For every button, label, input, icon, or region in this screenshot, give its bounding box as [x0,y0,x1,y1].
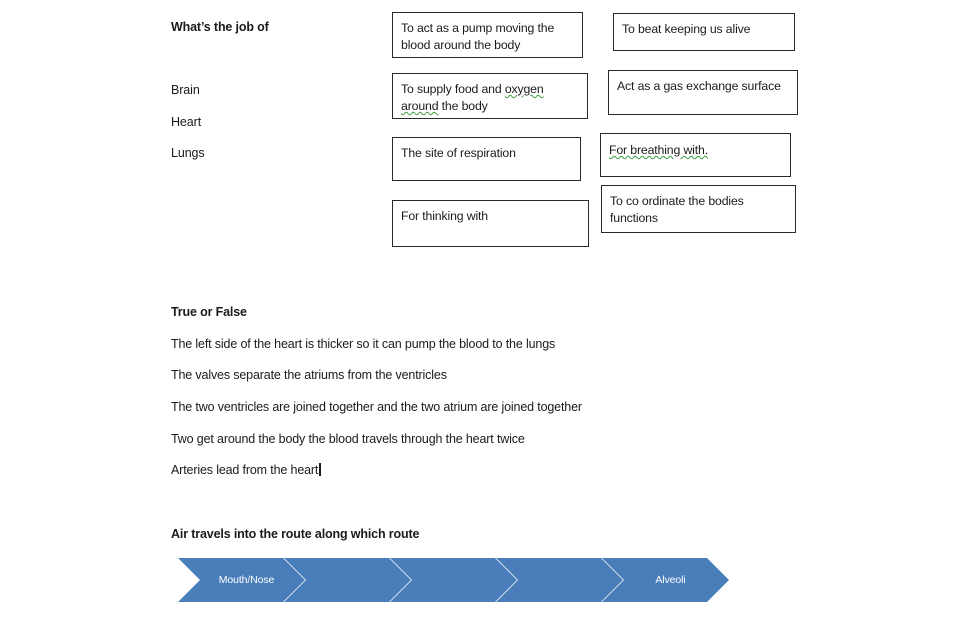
answer-box-supply-food-oxygen-text: To supply food and oxygen around the bod… [401,81,579,115]
answer-box-gas-exchange-surface[interactable]: Act as a gas exchange surface [608,70,798,115]
answer-box-thinking-with-line1: For thinking with [401,209,488,223]
true-false-statement-5-text: Arteries lead from the heart [171,463,319,477]
chevron-step-5-label: Alveoli [655,574,686,586]
organ-label-lungs: Lungs [171,146,205,160]
answer-box-coordinate-line2: functions [610,211,658,225]
answer-text-post: the body [438,99,488,113]
air-route-process-diagram: Mouth/Nose Alveoli [178,558,712,602]
answer-box-pump-line1: To act as a pump moving the [401,21,555,35]
answer-box-breathing-with[interactable]: For breathing with. [600,133,791,177]
answer-box-coordinate-bodies-functions[interactable]: To co ordinate the bodies functions [601,185,796,233]
answer-box-coordinate-line1: To co ordinate the bodies [610,194,744,208]
answer-box-thinking-with[interactable]: For thinking with [392,200,589,247]
answer-box-site-of-respiration[interactable]: The site of respiration [392,137,581,181]
organ-label-brain: Brain [171,83,200,97]
jobs-heading: What’s the job of [171,20,269,34]
true-false-statement-1: The left side of the heart is thicker so… [171,337,556,351]
answer-box-beat-keeping-alive-line1: To beat keeping us alive [622,22,751,36]
answer-box-supply-food-oxygen[interactable]: To supply food and oxygen around the bod… [392,73,588,119]
true-false-statement-5: Arteries lead from the heart [171,463,321,477]
answer-box-site-of-respiration-line1: The site of respiration [401,146,516,160]
answer-box-beat-keeping-alive[interactable]: To beat keeping us alive [613,13,795,51]
air-route-heading: Air travels into the route along which r… [171,527,420,541]
answer-box-pump-line2: blood around the body [401,38,521,52]
squiggle-oxygen: oxygen [504,82,544,96]
answer-box-gas-exchange-surface-line1: Act as a gas exchange surface [617,79,781,93]
chevron-step-1[interactable]: Mouth/Nose [178,558,305,602]
true-false-statement-3: The two ventricles are joined together a… [171,400,582,414]
true-false-heading: True or False [171,305,247,319]
chevron-step-5[interactable]: Alveoli [602,558,729,602]
answer-box-breathing-with-text: For breathing with. [609,143,708,157]
answer-text-pre: To supply food and [401,82,505,96]
organ-label-heart: Heart [171,115,202,129]
true-false-statement-4: Two get around the body the blood travel… [171,432,525,446]
chevron-step-1-label: Mouth/Nose [218,574,275,586]
squiggle-around: around [401,99,439,113]
answer-box-pump[interactable]: To act as a pump moving the blood around… [392,12,583,58]
text-cursor-caret [319,463,321,476]
true-false-statement-2: The valves separate the atriums from the… [171,368,447,382]
